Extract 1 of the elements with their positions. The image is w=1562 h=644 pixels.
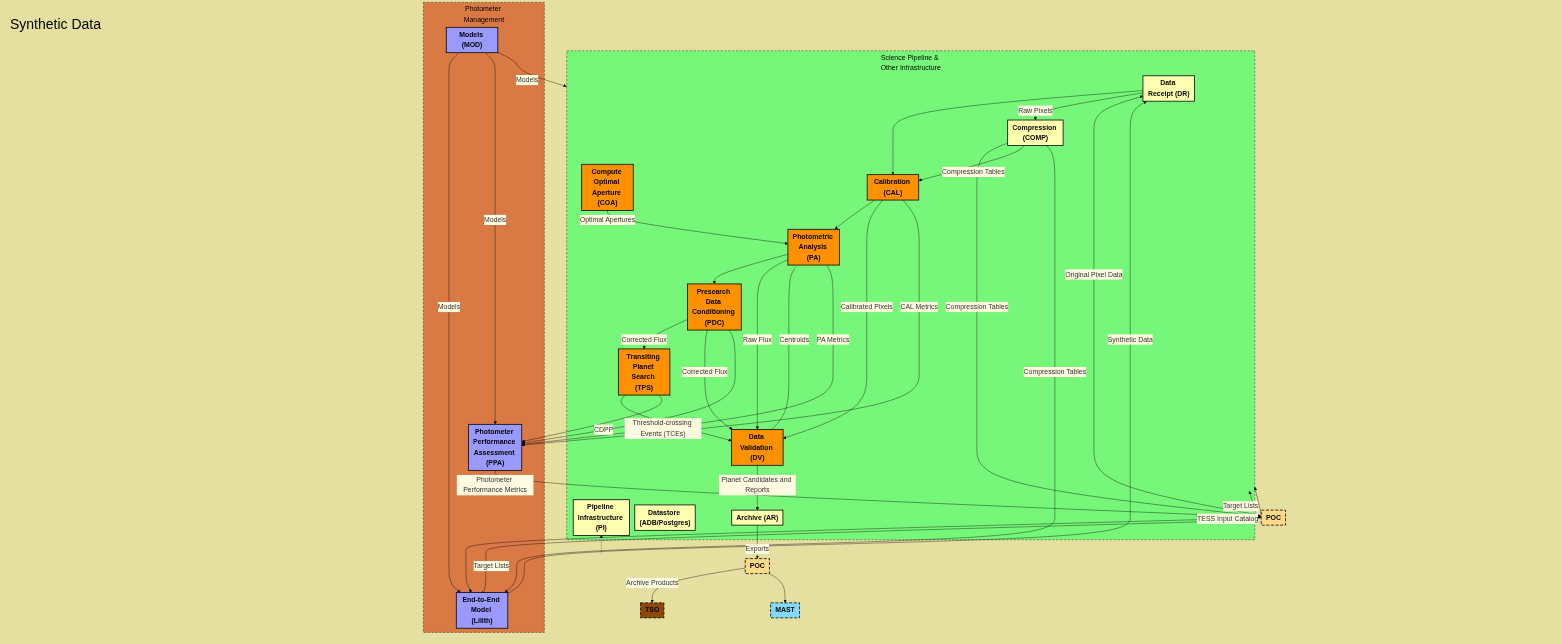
note-label: Synthetic Data (10, 16, 103, 32)
